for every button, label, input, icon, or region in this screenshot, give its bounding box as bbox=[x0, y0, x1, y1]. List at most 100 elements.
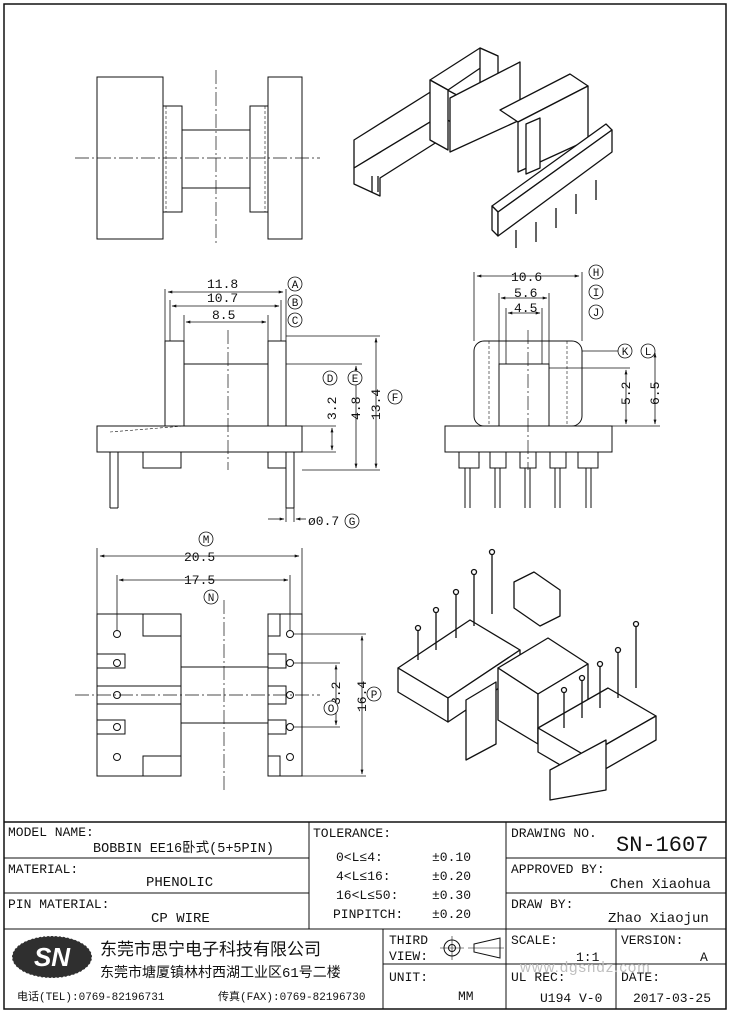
marker-p: P bbox=[366, 686, 382, 702]
marker-d: D bbox=[322, 370, 338, 386]
unit-label: UNIT: bbox=[389, 970, 428, 985]
isometric-view-bottom bbox=[397, 548, 657, 801]
top-view bbox=[75, 70, 320, 246]
company-name: 东莞市思宁电子科技有限公司 bbox=[100, 940, 321, 961]
svg-text:J: J bbox=[593, 308, 600, 320]
dim-value-d: 3.2 bbox=[325, 397, 340, 420]
ul-rec-label: UL REC: bbox=[511, 970, 566, 985]
dim-value-m: 20.5 bbox=[184, 550, 215, 565]
company-fax: 传真(FAX):0769-82196730 bbox=[218, 989, 365, 1004]
marker-b: B bbox=[287, 294, 303, 310]
third-view-label-1: THIRD bbox=[389, 933, 428, 948]
tolerance-label: TOLERANCE: bbox=[313, 826, 391, 841]
side-view-dimensions bbox=[164, 289, 380, 522]
draw-by-label: DRAW BY: bbox=[511, 897, 573, 912]
dim-value-i: 5.6 bbox=[514, 286, 537, 301]
title-block bbox=[4, 821, 726, 1009]
dim-value-p: 16.4 bbox=[355, 681, 370, 712]
watermark: www.dgsndz.com bbox=[519, 959, 651, 976]
svg-text:C: C bbox=[292, 316, 299, 328]
tolerance-range-2: 4<L≤16: bbox=[336, 869, 391, 884]
svg-text:O: O bbox=[328, 704, 335, 716]
svg-text:N: N bbox=[208, 593, 215, 605]
side-view bbox=[96, 330, 303, 509]
svg-text:K: K bbox=[622, 347, 629, 359]
marker-e: E bbox=[347, 370, 363, 386]
dim-value-b: 10.7 bbox=[207, 291, 238, 306]
tolerance-value-4: ±0.20 bbox=[432, 907, 471, 922]
dim-value-n: 17.5 bbox=[184, 573, 215, 588]
marker-n: N bbox=[203, 589, 219, 605]
marker-a: A bbox=[287, 276, 303, 292]
dim-value-j: 4.5 bbox=[514, 301, 537, 316]
bottom-view bbox=[75, 600, 320, 790]
model-name-value: BOBBIN EE16卧式(5+5PIN) bbox=[93, 840, 274, 857]
approved-by-value: Chen Xiaohua bbox=[610, 877, 711, 893]
svg-text:G: G bbox=[349, 517, 356, 529]
sheet-border bbox=[3, 3, 727, 1010]
marker-i: I bbox=[588, 284, 604, 300]
tolerance-range-3: 16<L≤50: bbox=[336, 888, 398, 903]
tolerance-range-4: PINPITCH: bbox=[333, 907, 403, 922]
scale-label: SCALE: bbox=[511, 933, 558, 948]
tolerance-value-1: ±0.10 bbox=[432, 850, 471, 865]
svg-text:I: I bbox=[593, 288, 600, 300]
company-logo: SN bbox=[11, 935, 93, 979]
third-angle-projection-icon bbox=[440, 936, 504, 960]
front-view-dimensions bbox=[473, 272, 660, 427]
date-label: DATE: bbox=[621, 970, 660, 985]
dim-value-f: 13.4 bbox=[369, 389, 384, 420]
version-value: A bbox=[700, 950, 708, 965]
marker-c: C bbox=[287, 312, 303, 328]
pin-material-label: PIN MATERIAL: bbox=[8, 897, 109, 912]
tolerance-range-1: 0<L≤4: bbox=[336, 850, 383, 865]
dim-value-c: 8.5 bbox=[212, 308, 235, 323]
tolerance-value-2: ±0.20 bbox=[432, 869, 471, 884]
date-value: 2017-03-25 bbox=[633, 991, 711, 1006]
dim-value-a: 11.8 bbox=[207, 277, 238, 292]
svg-text:M: M bbox=[203, 535, 210, 547]
marker-m: M bbox=[198, 531, 214, 547]
logo-text: SN bbox=[34, 942, 71, 972]
dim-value-g: ø0.7 bbox=[308, 514, 339, 529]
svg-text:H: H bbox=[593, 268, 600, 280]
marker-l: L bbox=[640, 343, 656, 359]
third-view-label-2: VIEW: bbox=[389, 949, 428, 964]
marker-j: J bbox=[588, 304, 604, 320]
material-value: PHENOLIC bbox=[146, 875, 213, 891]
bottom-view-dimensions bbox=[96, 548, 366, 777]
marker-k: K bbox=[617, 343, 633, 359]
ul-rec-value: U194 V-0 bbox=[540, 991, 602, 1006]
tolerance-value-3: ±0.30 bbox=[432, 888, 471, 903]
svg-text:E: E bbox=[352, 374, 359, 386]
draw-by-value: Zhao Xiaojun bbox=[608, 911, 709, 927]
dim-value-o: 3.2 bbox=[329, 682, 344, 705]
model-name-label: MODEL NAME: bbox=[8, 825, 94, 840]
drawing-no-value: SN-1607 bbox=[616, 833, 708, 858]
unit-value: MM bbox=[458, 989, 474, 1004]
marker-f: F bbox=[387, 389, 403, 405]
marker-o: O bbox=[323, 700, 339, 716]
pin-material-value: CP WIRE bbox=[151, 911, 210, 927]
dim-value-h: 10.6 bbox=[511, 270, 542, 285]
dim-value-e: 4.8 bbox=[349, 397, 364, 420]
svg-text:D: D bbox=[327, 374, 334, 386]
svg-text:L: L bbox=[645, 347, 652, 359]
svg-text:P: P bbox=[371, 690, 378, 702]
material-label: MATERIAL: bbox=[8, 862, 78, 877]
approved-by-label: APPROVED BY: bbox=[511, 862, 605, 877]
company-address: 东莞市塘厦镇林村西湖工业区61号二楼 bbox=[100, 964, 341, 982]
isometric-view-top bbox=[353, 47, 613, 248]
drawing-no-label: DRAWING NO. bbox=[511, 826, 597, 841]
front-view bbox=[444, 330, 613, 508]
svg-text:A: A bbox=[292, 280, 299, 292]
scale-value: 1:1 bbox=[576, 950, 600, 965]
version-label: VERSION: bbox=[621, 933, 683, 948]
svg-text:F: F bbox=[392, 393, 399, 405]
company-tel: 电话(TEL):0769-82196731 bbox=[17, 990, 165, 1004]
dim-value-l: 6.5 bbox=[648, 382, 663, 405]
dim-value-k: 5.2 bbox=[619, 382, 634, 405]
marker-h: H bbox=[588, 264, 604, 280]
svg-text:B: B bbox=[292, 298, 299, 310]
